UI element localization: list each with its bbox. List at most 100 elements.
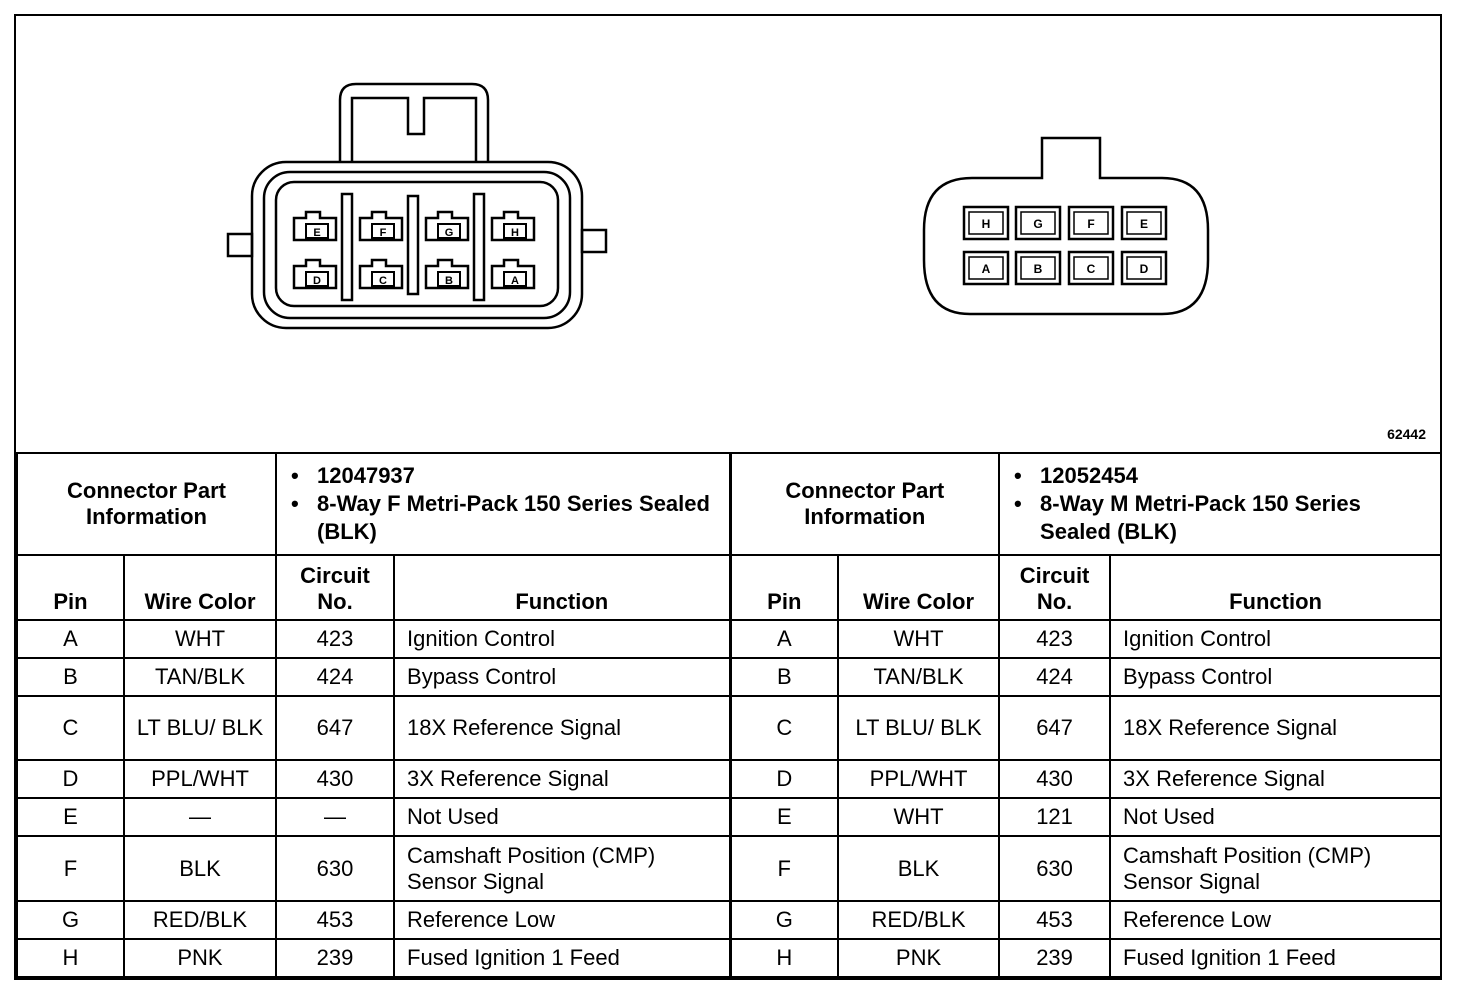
right-circuit-cell: 121 xyxy=(998,797,1112,838)
right-pin-cell: H xyxy=(729,937,840,979)
male-pin-terminal: C xyxy=(1067,250,1115,286)
right-circuit-cell: 647 xyxy=(998,694,1112,762)
left-circuit-cell: 423 xyxy=(275,618,396,659)
right-pin-cell: A xyxy=(729,618,840,659)
right-circuit-cell: 430 xyxy=(998,759,1112,800)
left-pin-cell: F xyxy=(16,835,125,902)
left-function-cell: Fused Ignition 1 Feed xyxy=(393,937,732,979)
left-function-cell: Camshaft Position (CMP) Sensor Signal xyxy=(393,835,732,902)
left-circuit-header: Circuit No. xyxy=(275,554,396,621)
male-pin-terminal: E xyxy=(1120,205,1168,241)
left-wire-color-cell: PPL/WHT xyxy=(122,759,278,800)
right-wire-color-cell: TAN/BLK xyxy=(837,656,1001,697)
pin-label: H xyxy=(982,217,991,231)
female-pin-cavity: D xyxy=(292,258,338,290)
male-pin-terminal: F xyxy=(1067,205,1115,241)
female-pin-cavity: E xyxy=(292,210,338,242)
left-function-cell: Reference Low xyxy=(393,899,732,940)
pin-label: D xyxy=(1140,262,1149,276)
right-pin-cell: D xyxy=(729,759,840,800)
right-function-header: Function xyxy=(1109,554,1443,621)
right-function-cell: Ignition Control xyxy=(1109,618,1443,659)
right-function-cell: 3X Reference Signal xyxy=(1109,759,1443,800)
connector-diagram: E F G H D C B A H G F E A B C D xyxy=(226,82,1210,330)
left-wire-color-cell: RED/BLK xyxy=(122,899,278,940)
left-function-cell: 18X Reference Signal xyxy=(393,694,732,762)
left-function-cell: Ignition Control xyxy=(393,618,732,659)
male-pin-terminal: D xyxy=(1120,250,1168,286)
right-circuit-cell: 630 xyxy=(998,835,1112,902)
male-pin-terminal: G xyxy=(1014,205,1062,241)
right-wire-color-cell: PPL/WHT xyxy=(837,759,1001,800)
left-wire-color-cell: — xyxy=(122,797,278,838)
female-pin-cavity: G xyxy=(424,210,470,242)
left-wire-color-cell: PNK xyxy=(122,937,278,979)
pin-label: F xyxy=(1087,217,1094,231)
left-function-cell: 3X Reference Signal xyxy=(393,759,732,800)
right-wire-color-cell: WHT xyxy=(837,618,1001,659)
pin-label: G xyxy=(1033,217,1042,231)
pinout-table: Connector Part Information 12047937 8-Wa… xyxy=(15,451,1443,979)
right-circuit-header: Circuit No. xyxy=(998,554,1112,621)
left-pin-cell: D xyxy=(16,759,125,800)
right-function-cell: Not Used xyxy=(1109,797,1443,838)
left-pin-cell: C xyxy=(16,694,125,762)
female-pin-cavity: C xyxy=(358,258,404,290)
right-function-cell: Fused Ignition 1 Feed xyxy=(1109,937,1443,979)
left-wire-color-header: Wire Color xyxy=(122,554,278,621)
left-wire-color-cell: LT BLU/ BLK xyxy=(122,694,278,762)
pin-label: C xyxy=(1087,262,1096,276)
pin-label: D xyxy=(313,275,321,287)
figure-number: 62442 xyxy=(1387,426,1426,442)
right-circuit-cell: 453 xyxy=(998,899,1112,940)
right-function-cell: 18X Reference Signal xyxy=(1109,694,1443,762)
left-pin-cell: B xyxy=(16,656,125,697)
left-circuit-cell: — xyxy=(275,797,396,838)
pin-label: F xyxy=(380,227,387,239)
right-function-cell: Camshaft Position (CMP) Sensor Signal xyxy=(1109,835,1443,902)
left-pin-header: Pin xyxy=(16,554,125,621)
right-wire-color-cell: PNK xyxy=(837,937,1001,979)
female-pin-cavities: E F G H D C B A xyxy=(292,210,536,290)
right-wire-color-cell: WHT xyxy=(837,797,1001,838)
right-wire-color-header: Wire Color xyxy=(837,554,1001,621)
right-info-title-cell: Connector Part Information xyxy=(729,451,1001,557)
left-pin-cell: A xyxy=(16,618,125,659)
left-function-cell: Not Used xyxy=(393,797,732,838)
female-pin-cavity: B xyxy=(424,258,470,290)
left-wire-color-cell: TAN/BLK xyxy=(122,656,278,697)
right-circuit-cell: 424 xyxy=(998,656,1112,697)
left-pin-cell: E xyxy=(16,797,125,838)
right-function-cell: Bypass Control xyxy=(1109,656,1443,697)
right-wire-color-cell: LT BLU/ BLK xyxy=(837,694,1001,762)
left-pin-cell: H xyxy=(16,937,125,979)
right-info-details-cell: 12052454 8-Way M Metri-Pack 150 Series S… xyxy=(998,451,1443,557)
left-wire-color-cell: WHT xyxy=(122,618,278,659)
male-connector-drawing xyxy=(922,136,1210,316)
female-pin-cavity: F xyxy=(358,210,404,242)
pin-label: B xyxy=(1034,262,1043,276)
female-pin-cavity: A xyxy=(490,258,536,290)
pin-label: E xyxy=(1140,217,1148,231)
female-pin-cavity: H xyxy=(490,210,536,242)
pin-label: G xyxy=(445,227,454,239)
left-circuit-cell: 430 xyxy=(275,759,396,800)
right-function-cell: Reference Low xyxy=(1109,899,1443,940)
pin-label: H xyxy=(511,227,519,239)
pin-label: A xyxy=(511,275,519,287)
left-circuit-cell: 630 xyxy=(275,835,396,902)
pin-label: B xyxy=(445,275,453,287)
left-info-details-cell: 12047937 8-Way F Metri-Pack 150 Series S… xyxy=(275,451,732,557)
left-info-title-cell: Connector Part Information xyxy=(15,451,278,557)
